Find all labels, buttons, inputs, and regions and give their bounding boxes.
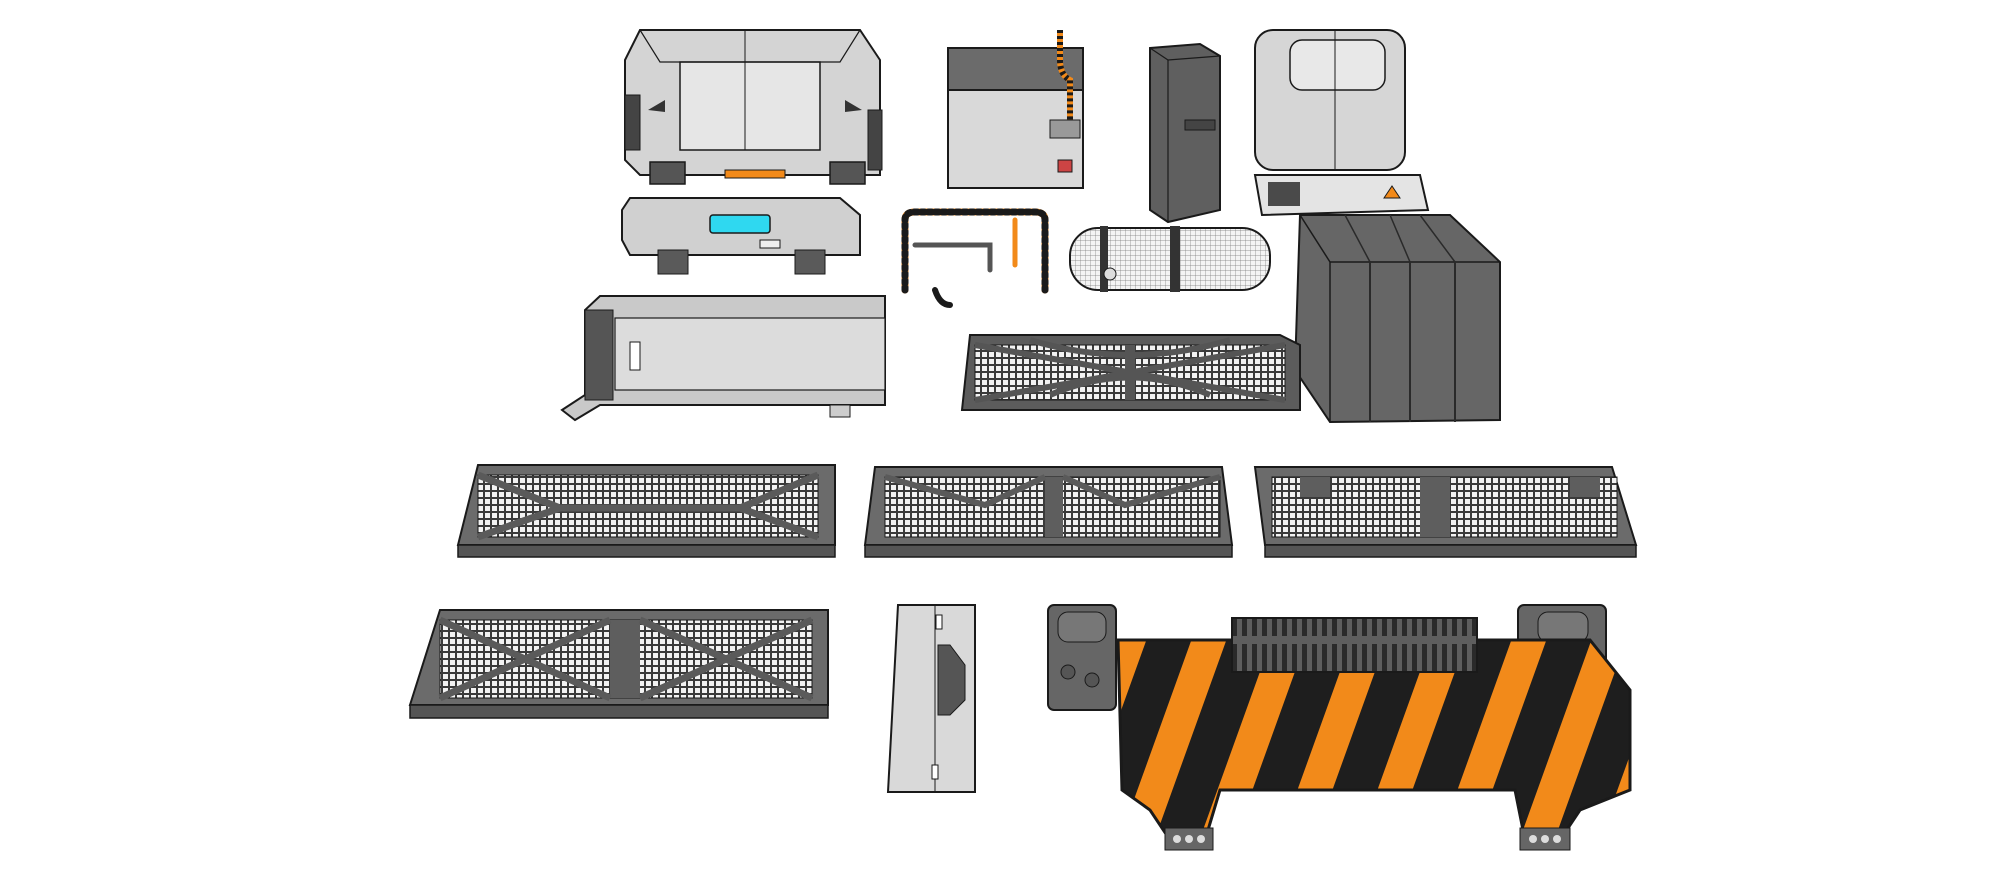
crate-with-cable bbox=[947, 30, 1084, 189]
fuel-tank bbox=[1069, 226, 1271, 292]
frame-plate bbox=[560, 295, 886, 422]
hazard-barrier bbox=[1047, 604, 1632, 851]
vent-grille bbox=[1231, 617, 1478, 673]
floor-grate-c bbox=[1253, 466, 1638, 558]
console-panel bbox=[621, 197, 861, 275]
cargo-container bbox=[624, 29, 883, 185]
warning-plate bbox=[1253, 174, 1430, 217]
battery-box bbox=[1293, 214, 1501, 424]
rounded-box bbox=[1254, 29, 1406, 171]
bracket-strip bbox=[886, 604, 976, 793]
floor-grate-center bbox=[960, 334, 1301, 411]
floor-grate-a bbox=[456, 464, 836, 558]
floor-grate-d bbox=[408, 609, 829, 719]
tall-locker bbox=[1149, 42, 1221, 224]
bent-pipes bbox=[901, 208, 1049, 308]
floor-grate-b bbox=[863, 466, 1234, 558]
